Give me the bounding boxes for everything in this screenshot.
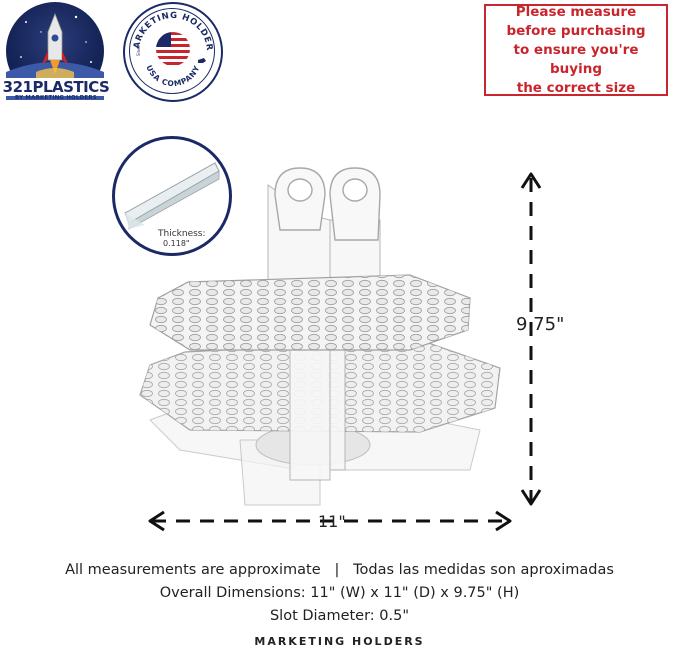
thickness-value: 0.118": [163, 239, 190, 248]
thickness-inset: [112, 136, 232, 256]
width-dimension-arrow: [148, 510, 512, 532]
notice-line-2: before purchasing: [506, 22, 646, 39]
upper-tier: [149, 274, 471, 351]
seal-side-text: Since: [136, 45, 141, 56]
notice-line-4: the correct size: [516, 79, 636, 96]
marketing-holders-seal: MARKETING HOLDERS USA COMPANY Since: [121, 0, 225, 104]
top-handles: [274, 167, 381, 241]
brand-name: 321PLASTICS: [0, 78, 112, 96]
brand-subtitle: BY MARKETING HOLDERS: [15, 95, 97, 101]
usa-map-icon: [198, 58, 206, 63]
brand-logo-321plastics: 321PLASTICS BY MARKETING HOLDERS: [0, 0, 112, 104]
width-label: 11": [318, 512, 346, 531]
slot-diameter: Slot Diameter: 0.5": [269, 608, 410, 624]
seal-inner-ring: [129, 8, 215, 94]
approximate-note: All measurements are approximate | Todas…: [65, 562, 614, 578]
acrylic-edge-graphic: [124, 162, 220, 230]
footer-brand: MARKETING HOLDERS: [254, 635, 425, 648]
notice-line-1: Please measure: [515, 3, 637, 20]
product-illustration: [139, 167, 542, 532]
measure-notice-box: Please measure before purchasing to ensu…: [484, 4, 668, 96]
height-label: 9.75": [516, 314, 565, 335]
seal-graphic: MARKETING HOLDERS USA COMPANY Since: [121, 0, 213, 88]
overall-dimensions: Overall Dimensions: 11" (W) x 11" (D) x …: [159, 585, 520, 601]
thickness-label: Thickness:: [158, 229, 206, 239]
notice-line-3: to ensure you're buying: [513, 41, 639, 77]
height-dimension-arrow: [520, 172, 542, 506]
